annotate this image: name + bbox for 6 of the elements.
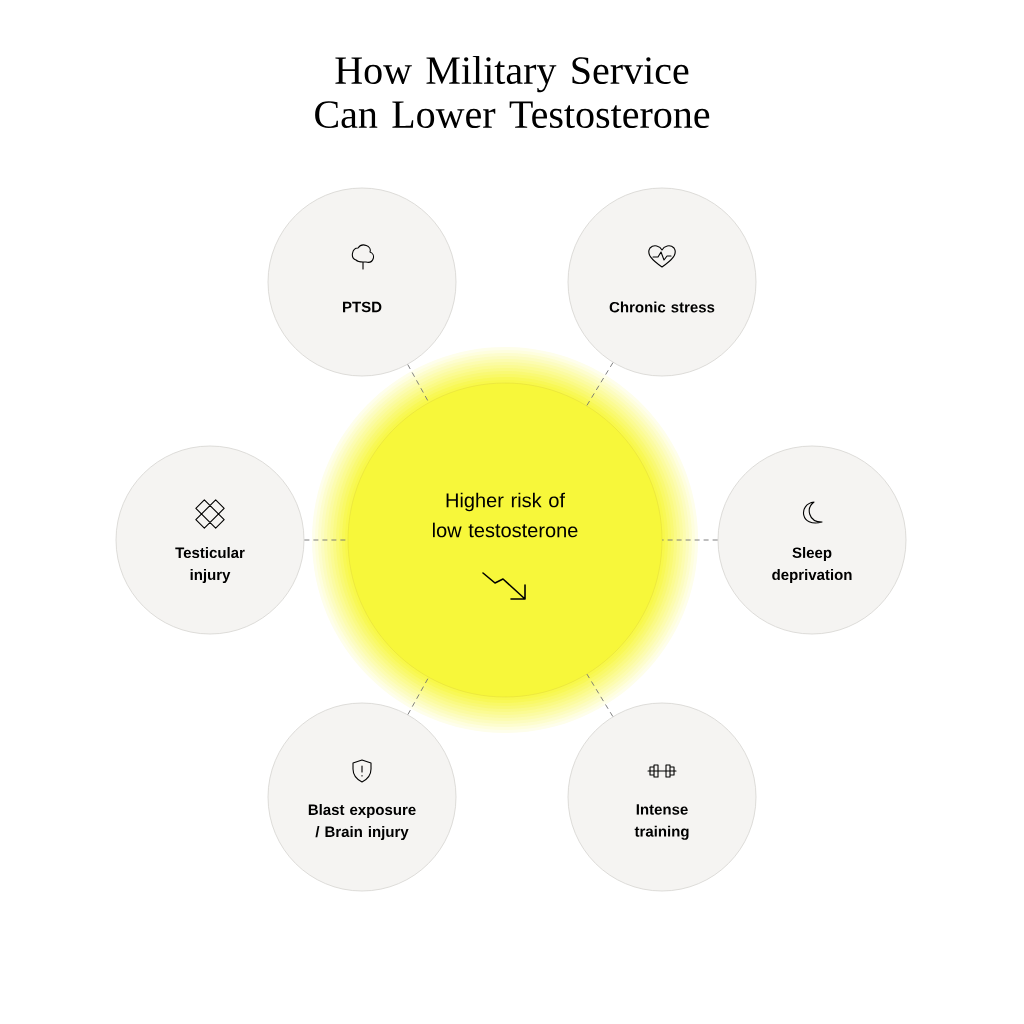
connector: [586, 673, 614, 717]
connector: [407, 676, 430, 715]
connector: [661, 539, 719, 541]
connector: [586, 362, 614, 407]
title: How Military Service Can Lower Testosterone: [315, 55, 710, 129]
connector: [407, 364, 430, 403]
